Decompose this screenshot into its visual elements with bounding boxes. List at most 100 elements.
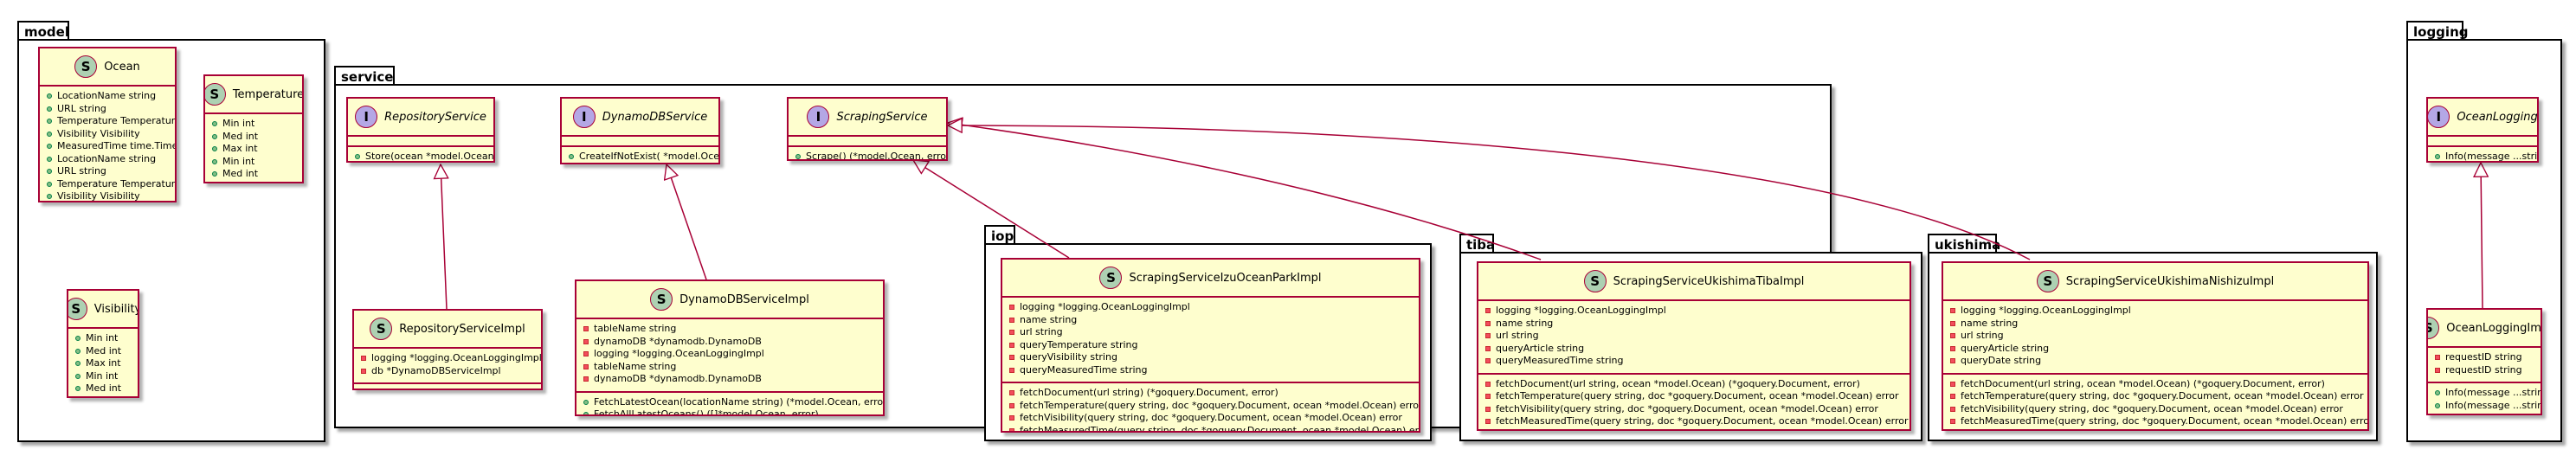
field-row: queryDate string: [1950, 355, 2362, 368]
edge-repositoryserviceimpl-implements: [441, 164, 447, 310]
class-name: Temperature: [232, 87, 304, 101]
field-text: Min int: [222, 118, 255, 129]
method-row: Store(ocean *model.Ocean) error: [361, 388, 536, 389]
field-row: tableName string: [583, 323, 878, 336]
field-text: dynamoDB *dynamodb.DynamoDB: [594, 373, 762, 384]
method-row: FetchAllLatestOceans() ([]*model.Ocean, …: [583, 408, 878, 414]
field-text: requestID string: [2445, 351, 2522, 363]
field-text: Med int: [86, 344, 122, 356]
field-row: Temperature Temperature: [47, 178, 175, 191]
field-text: queryVisibility string: [1020, 351, 1117, 363]
fields-section: [2428, 135, 2537, 145]
method-text: fetchTemperature(query string, doc *goqu…: [1961, 390, 2364, 401]
field-row: queryMeasuredTime string: [1009, 364, 1414, 377]
method-row: fetchDocument(url string, ocean *model.O…: [1950, 378, 2362, 391]
field-text: logging *logging.OceanLoggingImpl: [1961, 305, 2131, 316]
private-visibility-icon: [1009, 402, 1014, 408]
field-row: tableName string: [583, 361, 878, 374]
field-row: logging *logging.OceanLoggingImpl: [1950, 305, 2362, 318]
package-iop-tab: iop: [984, 225, 1015, 244]
public-visibility-icon: [47, 181, 52, 187]
field-row: URL string: [47, 103, 170, 116]
methods-section: CreateIfNotExist( *model.Ocean) errorCre…: [562, 145, 720, 165]
public-visibility-icon: [75, 361, 80, 367]
field-row: Min int: [75, 370, 132, 383]
public-visibility-icon: [355, 154, 360, 160]
private-visibility-icon: [1009, 367, 1014, 373]
class-header: SOceanLoggingImpl: [2428, 310, 2541, 346]
private-visibility-icon: [1485, 308, 1491, 314]
private-visibility-icon: [1950, 358, 1955, 364]
private-visibility-icon: [1485, 358, 1491, 364]
method-text: FetchLatestOcean(locationName string) (*…: [594, 395, 885, 408]
private-visibility-icon: [1009, 355, 1014, 361]
method-row: fetchDocument(url string) (*goquery.Docu…: [1009, 387, 1414, 400]
field-text: tableName string: [594, 323, 677, 334]
method-row: fetchMeasuredTime(query string, doc *goq…: [1950, 415, 2367, 428]
method-text: CreateIfNotExist( *model.Ocean) error: [579, 164, 720, 165]
field-text: queryMeasuredTime string: [1020, 363, 1148, 376]
private-visibility-icon: [361, 356, 366, 362]
methods-section: Info(message ...string)Info(message ...s…: [2428, 145, 2537, 161]
private-visibility-icon: [361, 368, 366, 374]
interface-badge-icon: I: [2428, 106, 2450, 128]
public-visibility-icon: [75, 373, 80, 379]
private-visibility-icon: [1485, 320, 1491, 326]
field-row: MeasuredTime time.Time: [47, 140, 175, 153]
method-text: fetchDocument(url string, ocean *model.O…: [1496, 377, 1860, 389]
public-visibility-icon: [583, 412, 589, 414]
field-text: tableName string: [594, 360, 677, 372]
field-row: queryVisibility string: [1009, 351, 1414, 364]
public-visibility-icon: [75, 336, 80, 342]
field-text: Min int: [222, 155, 255, 167]
field-row: Max int: [75, 357, 132, 370]
private-visibility-icon: [1485, 406, 1491, 412]
field-text: queryDate string: [1961, 355, 2042, 366]
private-visibility-icon: [1009, 317, 1014, 323]
public-visibility-icon: [47, 169, 52, 175]
method-row: Info(message ...string): [2435, 387, 2541, 400]
field-row: Visibility Visibility: [47, 128, 170, 141]
struct-badge-icon: S: [1583, 270, 1607, 292]
public-visibility-icon: [212, 171, 217, 177]
private-visibility-icon: [1485, 381, 1491, 387]
field-text: queryMeasuredTime string: [1496, 355, 1624, 366]
method-text: Scrape() (*model.Ocean, error): [806, 151, 948, 161]
field-row: queryMeasuredTime string: [1485, 355, 1904, 368]
public-visibility-icon: [583, 399, 589, 405]
field-text: MeasuredTime time.Time: [57, 140, 177, 151]
public-visibility-icon: [47, 93, 52, 100]
interface-badge-icon: I: [572, 106, 596, 128]
struct-badge-icon: S: [74, 55, 98, 78]
edge-oceanloggingimpl-implements: [2481, 163, 2483, 309]
class-oceanloggingimpl[interactable]: SOceanLoggingImplrequestID stringrequest…: [2426, 308, 2542, 415]
public-visibility-icon: [47, 106, 52, 112]
method-text: fetchVisibility(query string, doc *goque…: [1496, 402, 1878, 414]
field-text: Visibility Visibility: [57, 127, 140, 139]
field-row: url string: [1485, 330, 1904, 343]
fields-section: [789, 135, 946, 145]
edge-iop-implements: [913, 160, 1070, 259]
field-text: name string: [1020, 313, 1078, 325]
field-row: queryTemperature string: [1009, 339, 1414, 352]
field-text: queryTemperature string: [1020, 338, 1138, 350]
